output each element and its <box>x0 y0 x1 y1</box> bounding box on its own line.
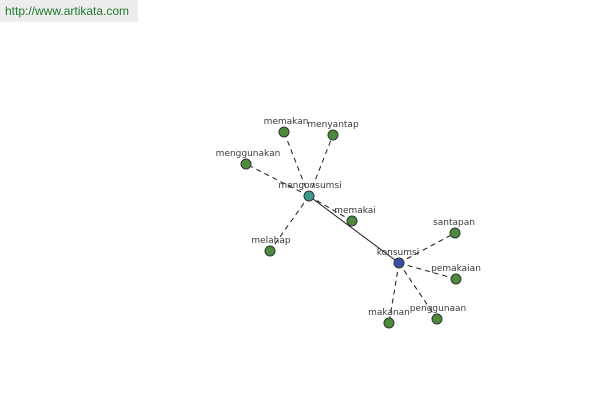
node-menyantap[interactable] <box>327 129 339 141</box>
node-menggunakan[interactable] <box>240 158 252 170</box>
node-mengonsumsi[interactable] <box>303 190 315 202</box>
edge-konsumsi-mengonsumsi <box>308 195 400 264</box>
node-santapan[interactable] <box>449 227 461 239</box>
node-label-menyantap[interactable]: menyantap <box>307 120 359 130</box>
node-label-melahap[interactable]: melahap <box>251 236 291 246</box>
edges-layer <box>245 131 457 324</box>
edge-konsumsi-santapan <box>398 232 456 264</box>
node-pemakaian[interactable] <box>450 273 462 285</box>
node-memakan[interactable] <box>278 126 290 138</box>
node-label-pemakaian[interactable]: pemakaian <box>431 264 481 274</box>
edge-konsumsi-makanan <box>388 262 400 324</box>
edge-mengonsumsi-memakan <box>283 131 310 197</box>
node-label-konsumsi[interactable]: konsumsi <box>377 248 419 258</box>
node-konsumsi[interactable] <box>393 257 405 269</box>
node-penggunaan[interactable] <box>431 313 443 325</box>
node-melahap[interactable] <box>264 245 276 257</box>
node-label-penggunaan[interactable]: penggunaan <box>410 304 467 314</box>
edge-mengonsumsi-melahap <box>269 195 310 252</box>
edge-mengonsumsi-menyantap <box>308 134 334 197</box>
node-memakai[interactable] <box>346 215 358 227</box>
edge-konsumsi-pemakaian <box>398 262 457 280</box>
node-label-mengonsumsi[interactable]: mengonsumsi <box>278 181 341 191</box>
node-label-memakan[interactable]: memakan <box>264 117 309 127</box>
node-makanan[interactable] <box>383 317 395 329</box>
nodes-layer <box>240 126 462 329</box>
node-label-menggunakan[interactable]: menggunakan <box>216 149 281 159</box>
edge-mengonsumsi-menggunakan <box>245 163 310 197</box>
node-label-memakai[interactable]: memakai <box>334 206 376 216</box>
edge-konsumsi-penggunaan <box>398 262 438 320</box>
url-banner[interactable]: http://www.artikata.com <box>0 0 138 22</box>
node-label-santapan[interactable]: santapan <box>433 218 475 228</box>
node-label-makanan[interactable]: makanan <box>368 308 410 318</box>
